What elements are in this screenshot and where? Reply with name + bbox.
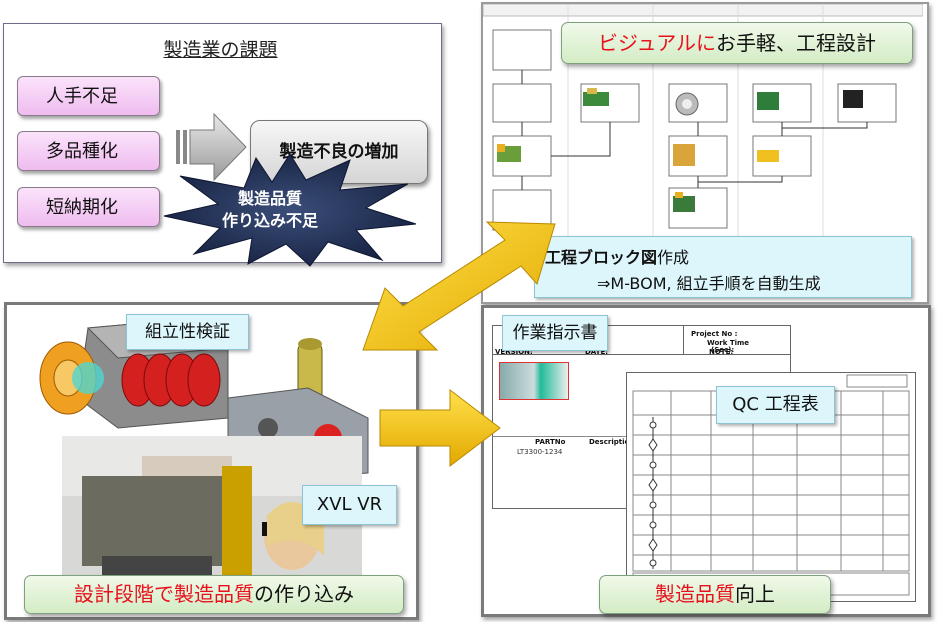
qc-process-label: QC 工程表 (716, 386, 835, 424)
arrow-to-documents (379, 388, 501, 468)
quality-improvement-rest: 向上 (735, 582, 775, 606)
double-arrow-design-verification (362, 221, 556, 351)
burst-text: 製造品質 作り込み不足 (190, 188, 350, 232)
design-stage-red: 設計段階で製造品質 (74, 582, 254, 606)
quality-shortfall-burst (163, 153, 417, 267)
sheet-version: VERSION: (495, 348, 533, 356)
challenges-title: 製造業の課題 (163, 39, 278, 61)
burst-line2: 作り込み不足 (221, 211, 318, 230)
sheet-note: NOTE: (709, 348, 734, 356)
sheet-model-thumbnail (499, 362, 569, 400)
visual-rest-text: お手軽、工程設計 (716, 31, 876, 55)
cause-to-result-arrow (176, 112, 247, 182)
block-diagram-bold: 工程ブロック図 (545, 248, 658, 267)
quality-improvement-red: 製造品質 (655, 582, 735, 606)
work-instruction-label: 作業指示書 (502, 315, 608, 351)
sheet-description: Description (589, 438, 635, 446)
sheet-partno: PARTNo (535, 438, 566, 446)
block-diagram-line1: 工程ブロック図作成 (545, 244, 689, 268)
sheet-header-divider (683, 326, 684, 354)
design-stage-rest: の作り込み (254, 582, 354, 606)
cause-high-mix: 多品種化 (17, 131, 160, 171)
visual-red-text: ビジュアルに (598, 31, 716, 55)
block-diagram-label: 工程ブロック図作成 ⇒M-BOM, 組立手順を自動生成 (534, 236, 912, 298)
qc-process-table (632, 374, 910, 596)
visual-process-design-label: ビジュアルにお手軽、工程設計 (561, 22, 913, 64)
sheet-header-row (493, 326, 790, 355)
sheet-project: Project No : (691, 330, 738, 338)
block-diagram-line2: ⇒M-BOM, 組立手順を自動生成 (597, 274, 821, 293)
cause-short-lead-time: 短納期化 (17, 187, 160, 227)
process-flow-diagram (483, 4, 923, 298)
block-diagram-rest: 作成 (657, 248, 690, 267)
sheet-partno-value: LT3300-1234 (517, 448, 563, 456)
xvl-vr-label: XVL VR (302, 485, 397, 525)
burst-line1: 製造品質 (237, 189, 302, 208)
quality-improvement-label: 製造品質向上 (599, 575, 831, 614)
sheet-sec: (Sec): (711, 346, 735, 354)
cause-labor-shortage: 人手不足 (17, 76, 160, 116)
sheet-worktime: Work Time (707, 339, 750, 347)
design-stage-quality-label: 設計段階で製造品質の作り込み (24, 575, 404, 614)
sheet-date: DATE: (585, 348, 609, 356)
assembly-verification-label: 組立性検証 (126, 314, 249, 350)
